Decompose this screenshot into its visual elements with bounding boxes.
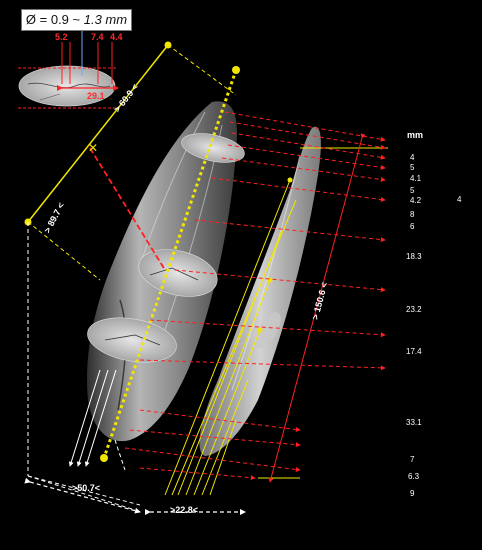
cross-section-disc-top	[181, 133, 245, 163]
scale-unit: mm	[407, 130, 424, 140]
cross-section-disc-middle	[138, 249, 218, 297]
scale-value: 8	[410, 210, 415, 219]
scale-value: 33.1	[406, 418, 422, 427]
inset-inner-value: 29.1	[87, 91, 105, 101]
scale-value: 6	[410, 222, 415, 231]
scale-value: 18.3	[406, 252, 422, 261]
inset-value-1: 5.2	[55, 32, 68, 42]
scale-value: 5	[410, 186, 415, 195]
scale-extra-value: 4	[457, 195, 462, 204]
svg-text:✕: ✕	[88, 141, 98, 155]
inset-value-2: 7.4	[91, 32, 104, 42]
scale-value: 9	[410, 489, 415, 498]
diameter-value: 1.3 mm	[83, 12, 128, 27]
diameter-label-box: Ø = 0.9 ~ 1.3 mm	[21, 9, 132, 31]
cross-section-disc-lower	[87, 317, 177, 363]
scale-value: 4.2	[410, 196, 422, 205]
diameter-prefix: Ø = 0.9 ~	[25, 12, 84, 27]
scale-value: 4	[410, 153, 415, 162]
scale-value: 17.4	[406, 347, 422, 356]
scale-value: 6.3	[408, 472, 420, 481]
scale-value: 4.1	[410, 174, 422, 183]
scale-value: 23.2	[406, 305, 422, 314]
scale-value: 5	[410, 163, 415, 172]
inset-value-3: 4.4	[110, 32, 123, 42]
scale-value: 7	[410, 455, 415, 464]
dimension-bottom-right: >22.8<	[170, 505, 199, 515]
dimension-bottom-left: >50.7<	[72, 483, 101, 493]
